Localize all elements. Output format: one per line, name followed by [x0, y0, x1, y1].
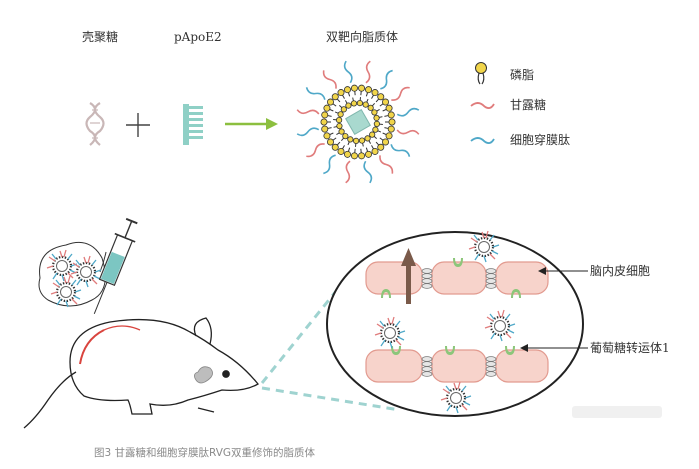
chitosan-label: 壳聚糖 [82, 29, 118, 44]
phospholipid-icon [475, 62, 487, 85]
annotation-endothelial: 脑内皮细胞 [538, 264, 650, 278]
cpp-ligand [323, 154, 336, 175]
phospholipid-head [321, 111, 329, 119]
dna-helix-icon [85, 102, 105, 146]
phospholipid-head [388, 118, 396, 126]
mannose-ligand [345, 160, 351, 184]
phospholipid-head [385, 132, 393, 140]
phospholipid-head [340, 106, 347, 113]
cargo-complex [345, 109, 371, 135]
cpp-ligand [390, 144, 411, 157]
syringe-icon [93, 217, 138, 314]
legend-label-phospholipid: 磷脂 [510, 67, 534, 82]
phospholipid-head [336, 122, 343, 130]
mouse-illustration [23, 317, 259, 429]
phospholipid-head [373, 120, 381, 127]
phospholipid-head [347, 136, 354, 143]
phospholipid-head [362, 101, 369, 108]
phospholipid-head [358, 84, 366, 92]
phospholipid-head [326, 98, 334, 106]
phospholipid-head [371, 147, 379, 155]
phospholipid-head [335, 117, 343, 124]
liposome-cloud [38, 241, 107, 309]
phospholipid-head [326, 138, 334, 146]
transcytosis-arrow-icon [401, 248, 416, 304]
phospholipid-head [358, 137, 366, 144]
cpp-ligand [343, 60, 353, 84]
bbb-zoom [326, 229, 584, 417]
plasmid-comb-icon [183, 104, 203, 145]
phospholipid-head [337, 111, 344, 118]
endothelial-cell-row-upper [365, 258, 549, 298]
phospholipid-head [323, 104, 331, 112]
phospholipid-head [350, 152, 358, 160]
process-arrow-icon [225, 118, 278, 130]
cpp-ligand [305, 87, 326, 100]
phospholipid-head [356, 99, 363, 107]
mannose-ligand [365, 60, 371, 84]
mannose-line-icon [470, 102, 495, 109]
projection-line [261, 386, 401, 412]
phospholipid-head [387, 111, 395, 119]
phospholipid-head [377, 143, 385, 151]
phospholipid-head [385, 104, 393, 112]
phospholipid-head [367, 104, 374, 111]
endothelial-cell-row-lower [365, 346, 549, 383]
phospholipid-head [337, 147, 345, 155]
phospholipid-head [358, 152, 366, 160]
mannose-ligand [306, 143, 325, 158]
phospholipid-head [337, 89, 345, 97]
phospholipid-head [350, 84, 358, 92]
phospholipid-head [372, 126, 379, 133]
plasmid-label: pApoE2 [174, 30, 222, 44]
glut1-label: 葡萄糖转运体1 [590, 340, 670, 355]
phospholipid-head [350, 100, 358, 107]
legend: 磷脂 甘露糖 细胞穿膜肽 [470, 62, 570, 147]
cpp-ligand [396, 107, 420, 117]
mannose-ligand [391, 86, 410, 101]
mannose-ligand [322, 70, 337, 89]
phospholipid-head [343, 86, 351, 94]
phospholipid-head [323, 132, 331, 140]
endothelial-label: 脑内皮细胞 [590, 264, 650, 278]
phospholipid-head [382, 138, 390, 146]
cpp-line-icon [470, 137, 495, 144]
phospholipid-head [342, 133, 349, 140]
mannose-ligand [396, 129, 420, 135]
liposome-label: 双靶向脂质体 [326, 29, 398, 44]
phospholipid-head [321, 125, 329, 133]
phospholipid-head [387, 125, 395, 133]
phospholipid-head [364, 135, 371, 142]
mannose-ligand [379, 155, 394, 174]
phospholipid-head [338, 128, 345, 135]
dual-targeted-liposome [296, 60, 420, 184]
phospholipid-head [369, 131, 376, 138]
cpp-ligand [296, 127, 320, 137]
phospholipid-head [343, 150, 351, 158]
phospholipid-head [331, 93, 339, 101]
phospholipid-head [365, 150, 373, 158]
watermark-blur [572, 406, 662, 418]
mannose-ligand [296, 109, 320, 115]
cpp-ligand [363, 160, 373, 184]
legend-label-mannose: 甘露糖 [510, 97, 546, 112]
phospholipid-head [353, 137, 360, 145]
phospholipid-head [320, 118, 328, 126]
phospholipid-head [371, 109, 378, 116]
figure-caption: 图3 甘露糖和细胞穿膜肽RVG双重修饰的脂质体 [94, 446, 316, 459]
annotation-glut1: 葡萄糖转运体1 [520, 340, 670, 355]
phospholipid-head [371, 89, 379, 97]
phospholipid-head [345, 102, 352, 109]
phospholipid-head [365, 86, 373, 94]
phospholipid-head [377, 93, 385, 101]
phospholipid-head [373, 114, 380, 122]
cpp-ligand [380, 69, 393, 90]
phospholipid-head [331, 143, 339, 151]
plus-icon [126, 113, 150, 137]
legend-label-cpp: 细胞穿膜肽 [510, 132, 570, 147]
phospholipid-head [382, 98, 390, 106]
